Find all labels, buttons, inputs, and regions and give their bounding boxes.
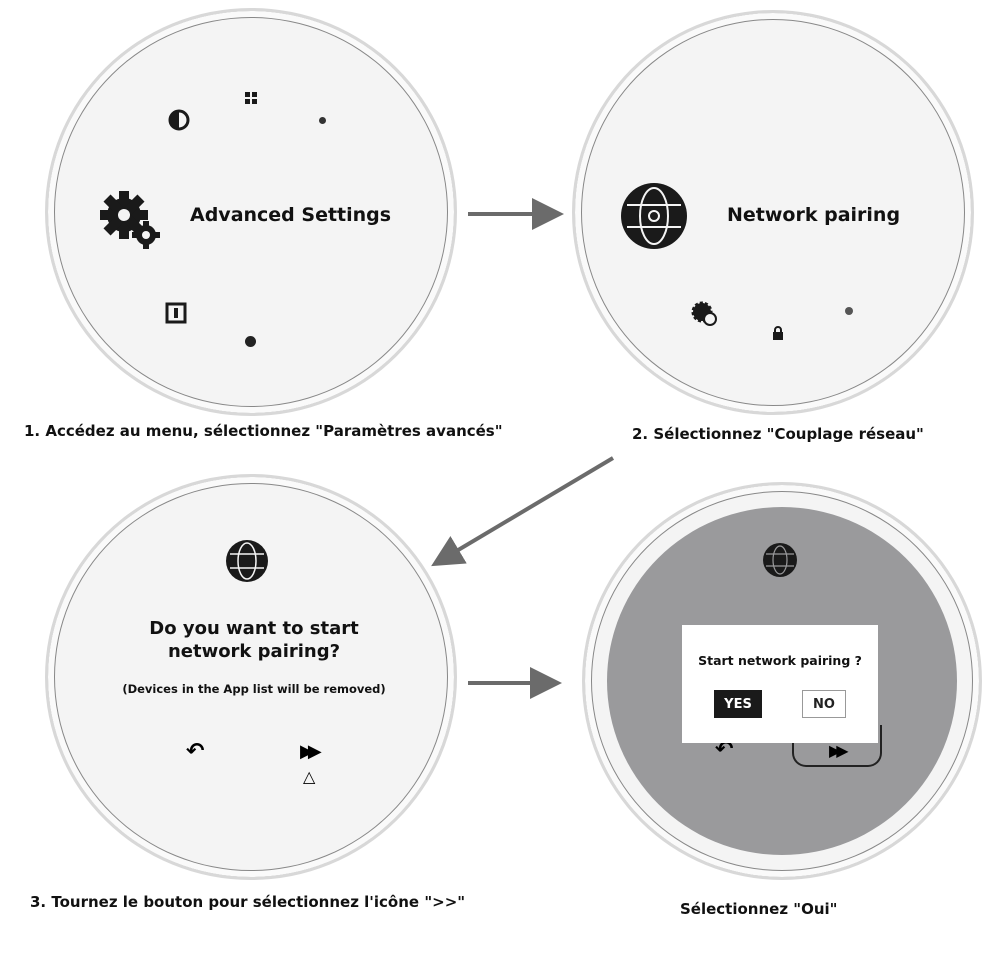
dot-icon bbox=[845, 307, 853, 315]
fast-forward-outline bbox=[792, 725, 882, 767]
step1-caption: 1. Accédez au menu, sélectionnez "Paramè… bbox=[24, 422, 503, 440]
grid-icon bbox=[245, 92, 257, 104]
settings-sync-icon bbox=[691, 301, 717, 326]
dot-icon bbox=[319, 117, 326, 124]
network-globe-icon bbox=[763, 543, 797, 577]
screen-label: Advanced Settings bbox=[190, 204, 392, 226]
back-button[interactable]: ↶ bbox=[186, 739, 205, 764]
confirm-dialog: Start network pairing ? YES NO bbox=[682, 625, 878, 743]
dial-step2: Network pairing bbox=[572, 10, 974, 415]
network-globe-icon bbox=[621, 183, 687, 249]
network-globe-icon bbox=[226, 540, 268, 582]
lock-icon bbox=[773, 326, 783, 340]
fast-forward-icon: ▶▶ bbox=[829, 741, 848, 760]
step4-caption: Sélectionnez "Oui" bbox=[680, 900, 838, 918]
selection-caret-icon: △ bbox=[303, 767, 316, 786]
small-circle-icon bbox=[245, 336, 256, 347]
back-icon: ↶ bbox=[715, 737, 734, 762]
gear-icon bbox=[100, 191, 160, 249]
dial-step1: Advanced Settings bbox=[45, 8, 457, 416]
question-text: Do you want to start network pairing? bbox=[149, 618, 359, 662]
screen-label: Network pairing bbox=[727, 204, 901, 226]
dial-step4: ↶ ▶▶ Start network pairing ? YES NO bbox=[582, 482, 982, 880]
contrast-icon bbox=[168, 109, 190, 131]
warning-note: (Devices in the App list will be removed… bbox=[122, 682, 386, 696]
arrow-step2-to-step3 bbox=[431, 456, 615, 567]
yes-button[interactable]: YES bbox=[714, 690, 762, 718]
dialog-title: Start network pairing ? bbox=[698, 653, 862, 668]
frame-icon bbox=[165, 302, 187, 324]
fast-forward-button[interactable]: ▶▶ bbox=[300, 741, 322, 762]
step2-caption: 2. Sélectionnez "Couplage réseau" bbox=[632, 425, 924, 443]
step3-caption: 3. Tournez le bouton pour sélectionnez l… bbox=[30, 893, 466, 911]
dial-step3: Do you want to start network pairing? (D… bbox=[45, 474, 457, 880]
no-button[interactable]: NO bbox=[802, 690, 846, 718]
